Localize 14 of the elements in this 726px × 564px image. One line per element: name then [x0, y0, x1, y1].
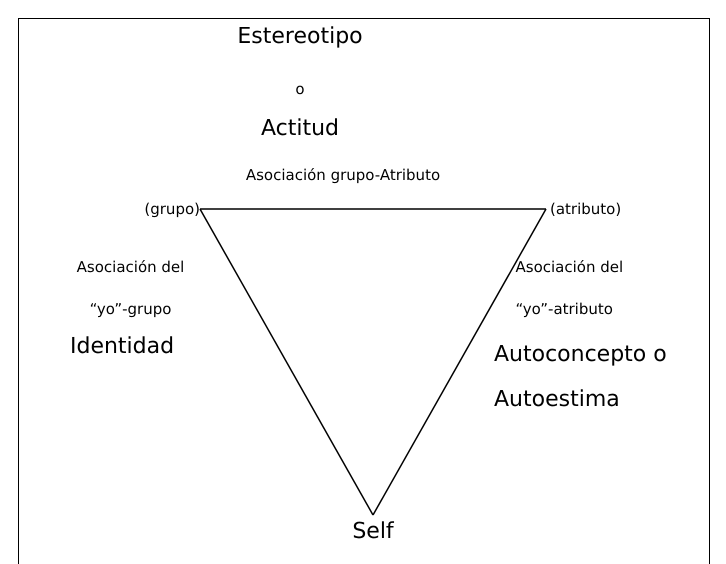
edge-label: Asociación grupo-Atributo	[244, 165, 442, 186]
triangle-side	[200, 208, 546, 210]
concept-label: Estereotipo	[236, 23, 364, 51]
triangle-side	[372, 208, 547, 516]
edge-label: Asociación del “yo”-grupo	[76, 257, 186, 320]
concept-label: Actitud	[260, 115, 340, 143]
vertex-label: Self	[333, 515, 413, 545]
concept-label: Identidad	[70, 333, 176, 361]
edge-label: Asociación del “yo”-atributo	[516, 257, 624, 320]
vertex-label: (atributo)	[546, 198, 636, 220]
vertex-label: (grupo)	[130, 198, 200, 220]
triangle-side	[199, 208, 374, 516]
concept-label: Autoconcepto o Autoestima	[494, 341, 668, 414]
concept-label: o	[294, 79, 306, 100]
